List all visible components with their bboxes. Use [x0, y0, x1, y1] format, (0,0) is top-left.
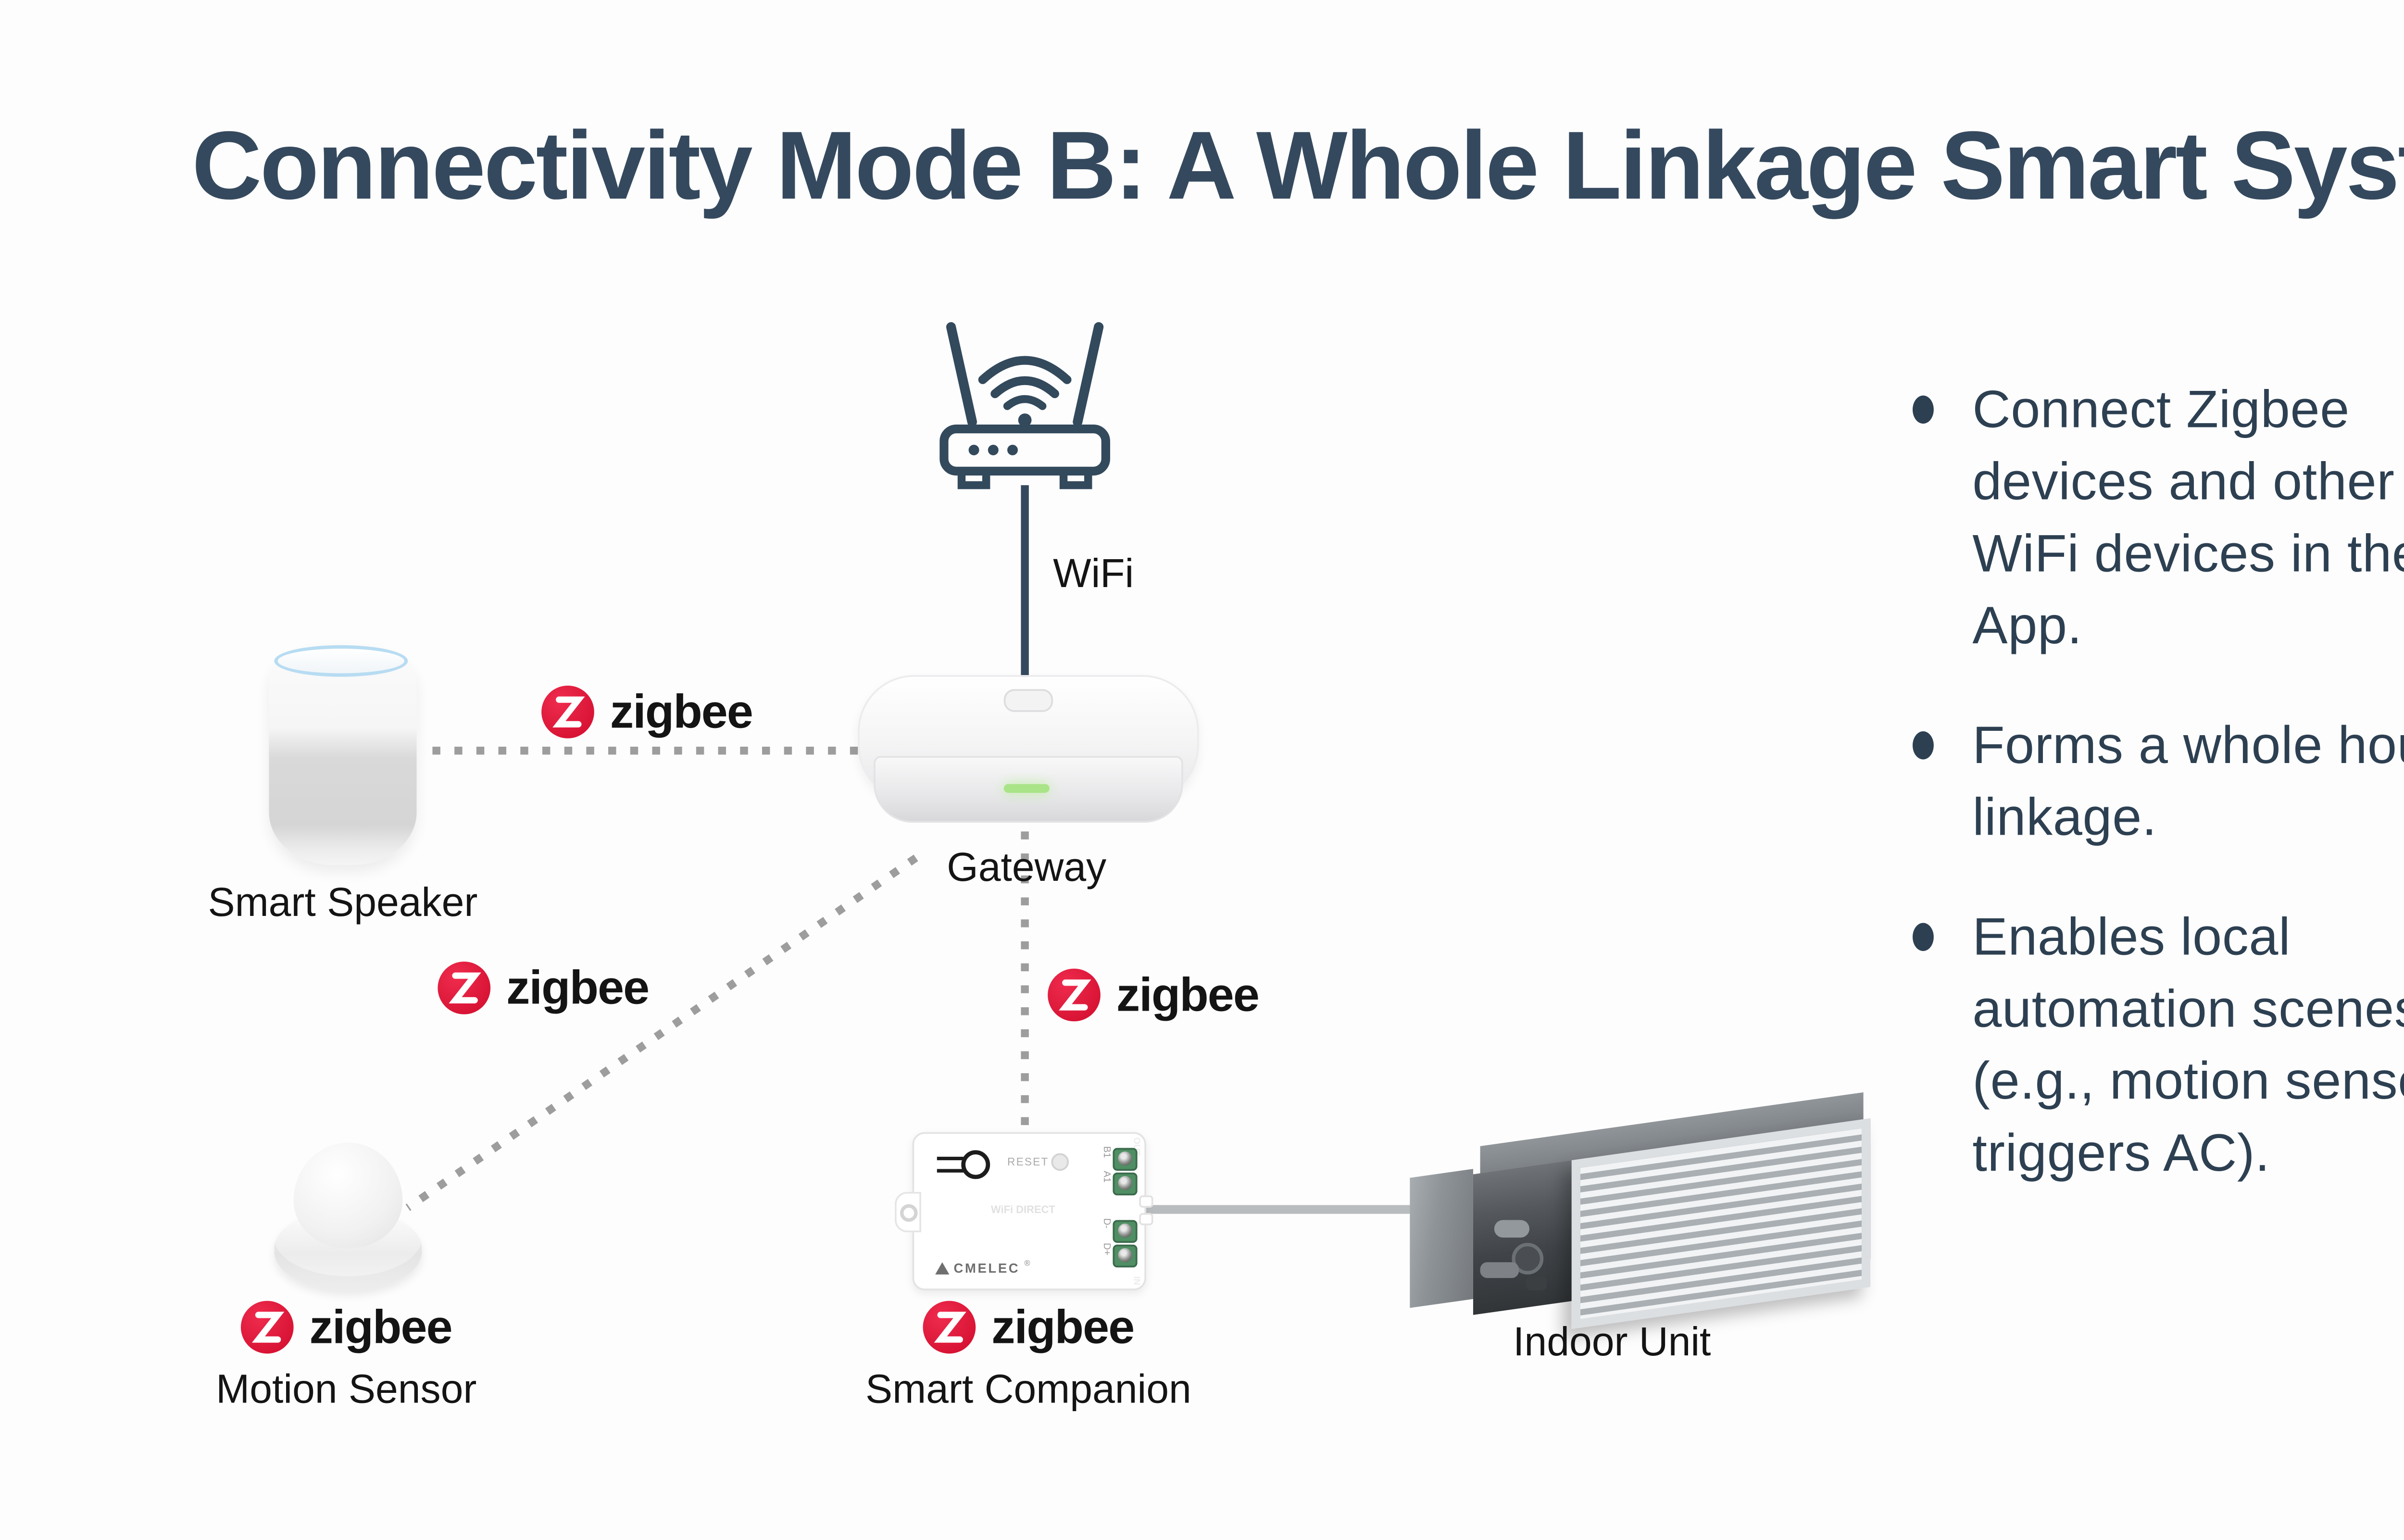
mounting-tab — [895, 1191, 921, 1233]
drain-pipe — [1480, 1262, 1519, 1278]
bullet-text: Forms a whole house linkage. — [1972, 717, 2404, 848]
cable-tab — [1139, 1213, 1153, 1226]
power-switch-icon — [937, 1150, 990, 1179]
bullet-dot-icon — [1913, 923, 1934, 952]
smart-speaker-light-ring — [274, 645, 408, 677]
terminal-label-a1: A1 — [1100, 1171, 1111, 1183]
cable-tab — [1139, 1195, 1153, 1208]
wifi-direct-watermark: WiFi DIRECT — [990, 1206, 1055, 1217]
gateway-device — [858, 675, 1199, 830]
bullet-dot-icon — [1913, 731, 1934, 760]
indoor-unit-label: Indoor Unit — [1513, 1318, 1711, 1365]
terminal-label-d-minus: D- — [1100, 1218, 1111, 1229]
motion-sensor-dome — [293, 1142, 403, 1248]
zigbee-z-icon — [541, 685, 594, 739]
terminal-label-d-plus: D+ — [1100, 1242, 1111, 1256]
pipe-fitting — [1526, 1276, 1547, 1290]
bullet-dot-icon — [1913, 395, 1934, 424]
terminal-screw — [1113, 1172, 1138, 1196]
terminal-screw — [1113, 1148, 1138, 1171]
terminal-screw — [1113, 1220, 1138, 1243]
gateway-label: Gateway — [947, 844, 1107, 890]
zigbee-logo-smart-companion: zigbee — [835, 1301, 1222, 1354]
bullet-text: Enables local automation scenes (e.g., m… — [1972, 909, 2404, 1183]
smart-companion-housing — [912, 1132, 1146, 1290]
zigbee-z-icon — [923, 1301, 976, 1354]
reset-led — [1051, 1153, 1069, 1171]
zigbee-wordmark: zigbee — [1116, 967, 1260, 1021]
zigbee-z-icon — [438, 961, 491, 1014]
refrigerant-pipe — [1494, 1220, 1529, 1238]
zigbee-z-icon — [240, 1301, 294, 1354]
smart-speaker-device — [269, 643, 417, 865]
zigbee-wordmark: zigbee — [610, 685, 753, 738]
cmelec-triangle-icon — [935, 1262, 950, 1275]
terminal-screw — [1113, 1244, 1138, 1268]
zigbee-logo-speaker-link: zigbee — [541, 685, 753, 739]
wifi-router-icon — [939, 322, 1110, 489]
wifi-link-label: WiFi — [1053, 550, 1134, 596]
zigbee-logo-motion-sensor: zigbee — [153, 1301, 539, 1354]
mounting-hole — [900, 1204, 918, 1222]
gateway-status-led — [1003, 784, 1050, 793]
zigbee-link-gateway-motion — [405, 854, 918, 1211]
list-item: Forms a whole house linkage. — [1913, 710, 2404, 854]
registered-mark: ® — [1024, 1258, 1030, 1268]
smart-companion-label: Smart Companion — [865, 1365, 1191, 1412]
feature-list: Connect Zigbee devices and other WiFi de… — [1913, 375, 2404, 1238]
zigbee-wordmark: zigbee — [506, 961, 650, 1014]
indoor-unit-end-cap — [1410, 1169, 1473, 1308]
zigbee-logo-companion-link: zigbee — [1048, 967, 1260, 1022]
smart-companion-device: RESET WiFi DIRECT CMELEC ® OUT IN B1 A1 … — [895, 1132, 1153, 1290]
brand-logo: CMELEC ® — [935, 1258, 1030, 1277]
list-item: Enables local automation scenes (e.g., m… — [1913, 902, 2404, 1190]
list-item: Connect Zigbee devices and other WiFi de… — [1913, 375, 2404, 663]
bullet-text: Connect Zigbee devices and other WiFi de… — [1972, 381, 2404, 656]
zigbee-logo-motion-link: zigbee — [438, 961, 650, 1014]
indoor-unit-device — [1403, 1083, 1874, 1332]
zigbee-wordmark: zigbee — [309, 1300, 452, 1353]
zigbee-wordmark: zigbee — [991, 1300, 1135, 1353]
smart-speaker-label: Smart Speaker — [208, 879, 478, 925]
reset-label: RESET — [1007, 1156, 1049, 1169]
motion-sensor-label: Motion Sensor — [216, 1365, 477, 1412]
motion-sensor-device — [274, 1142, 422, 1290]
terminal-label-b1: B1 — [1100, 1146, 1111, 1158]
smart-speaker-body — [269, 643, 417, 865]
page-title: Connectivity Mode B: A Whole Linkage Sma… — [192, 111, 2404, 220]
brand-name: CMELEC — [953, 1260, 1020, 1277]
gateway-button — [1003, 689, 1053, 712]
zigbee-z-icon — [1048, 968, 1101, 1022]
in-label: IN — [1130, 1276, 1141, 1285]
